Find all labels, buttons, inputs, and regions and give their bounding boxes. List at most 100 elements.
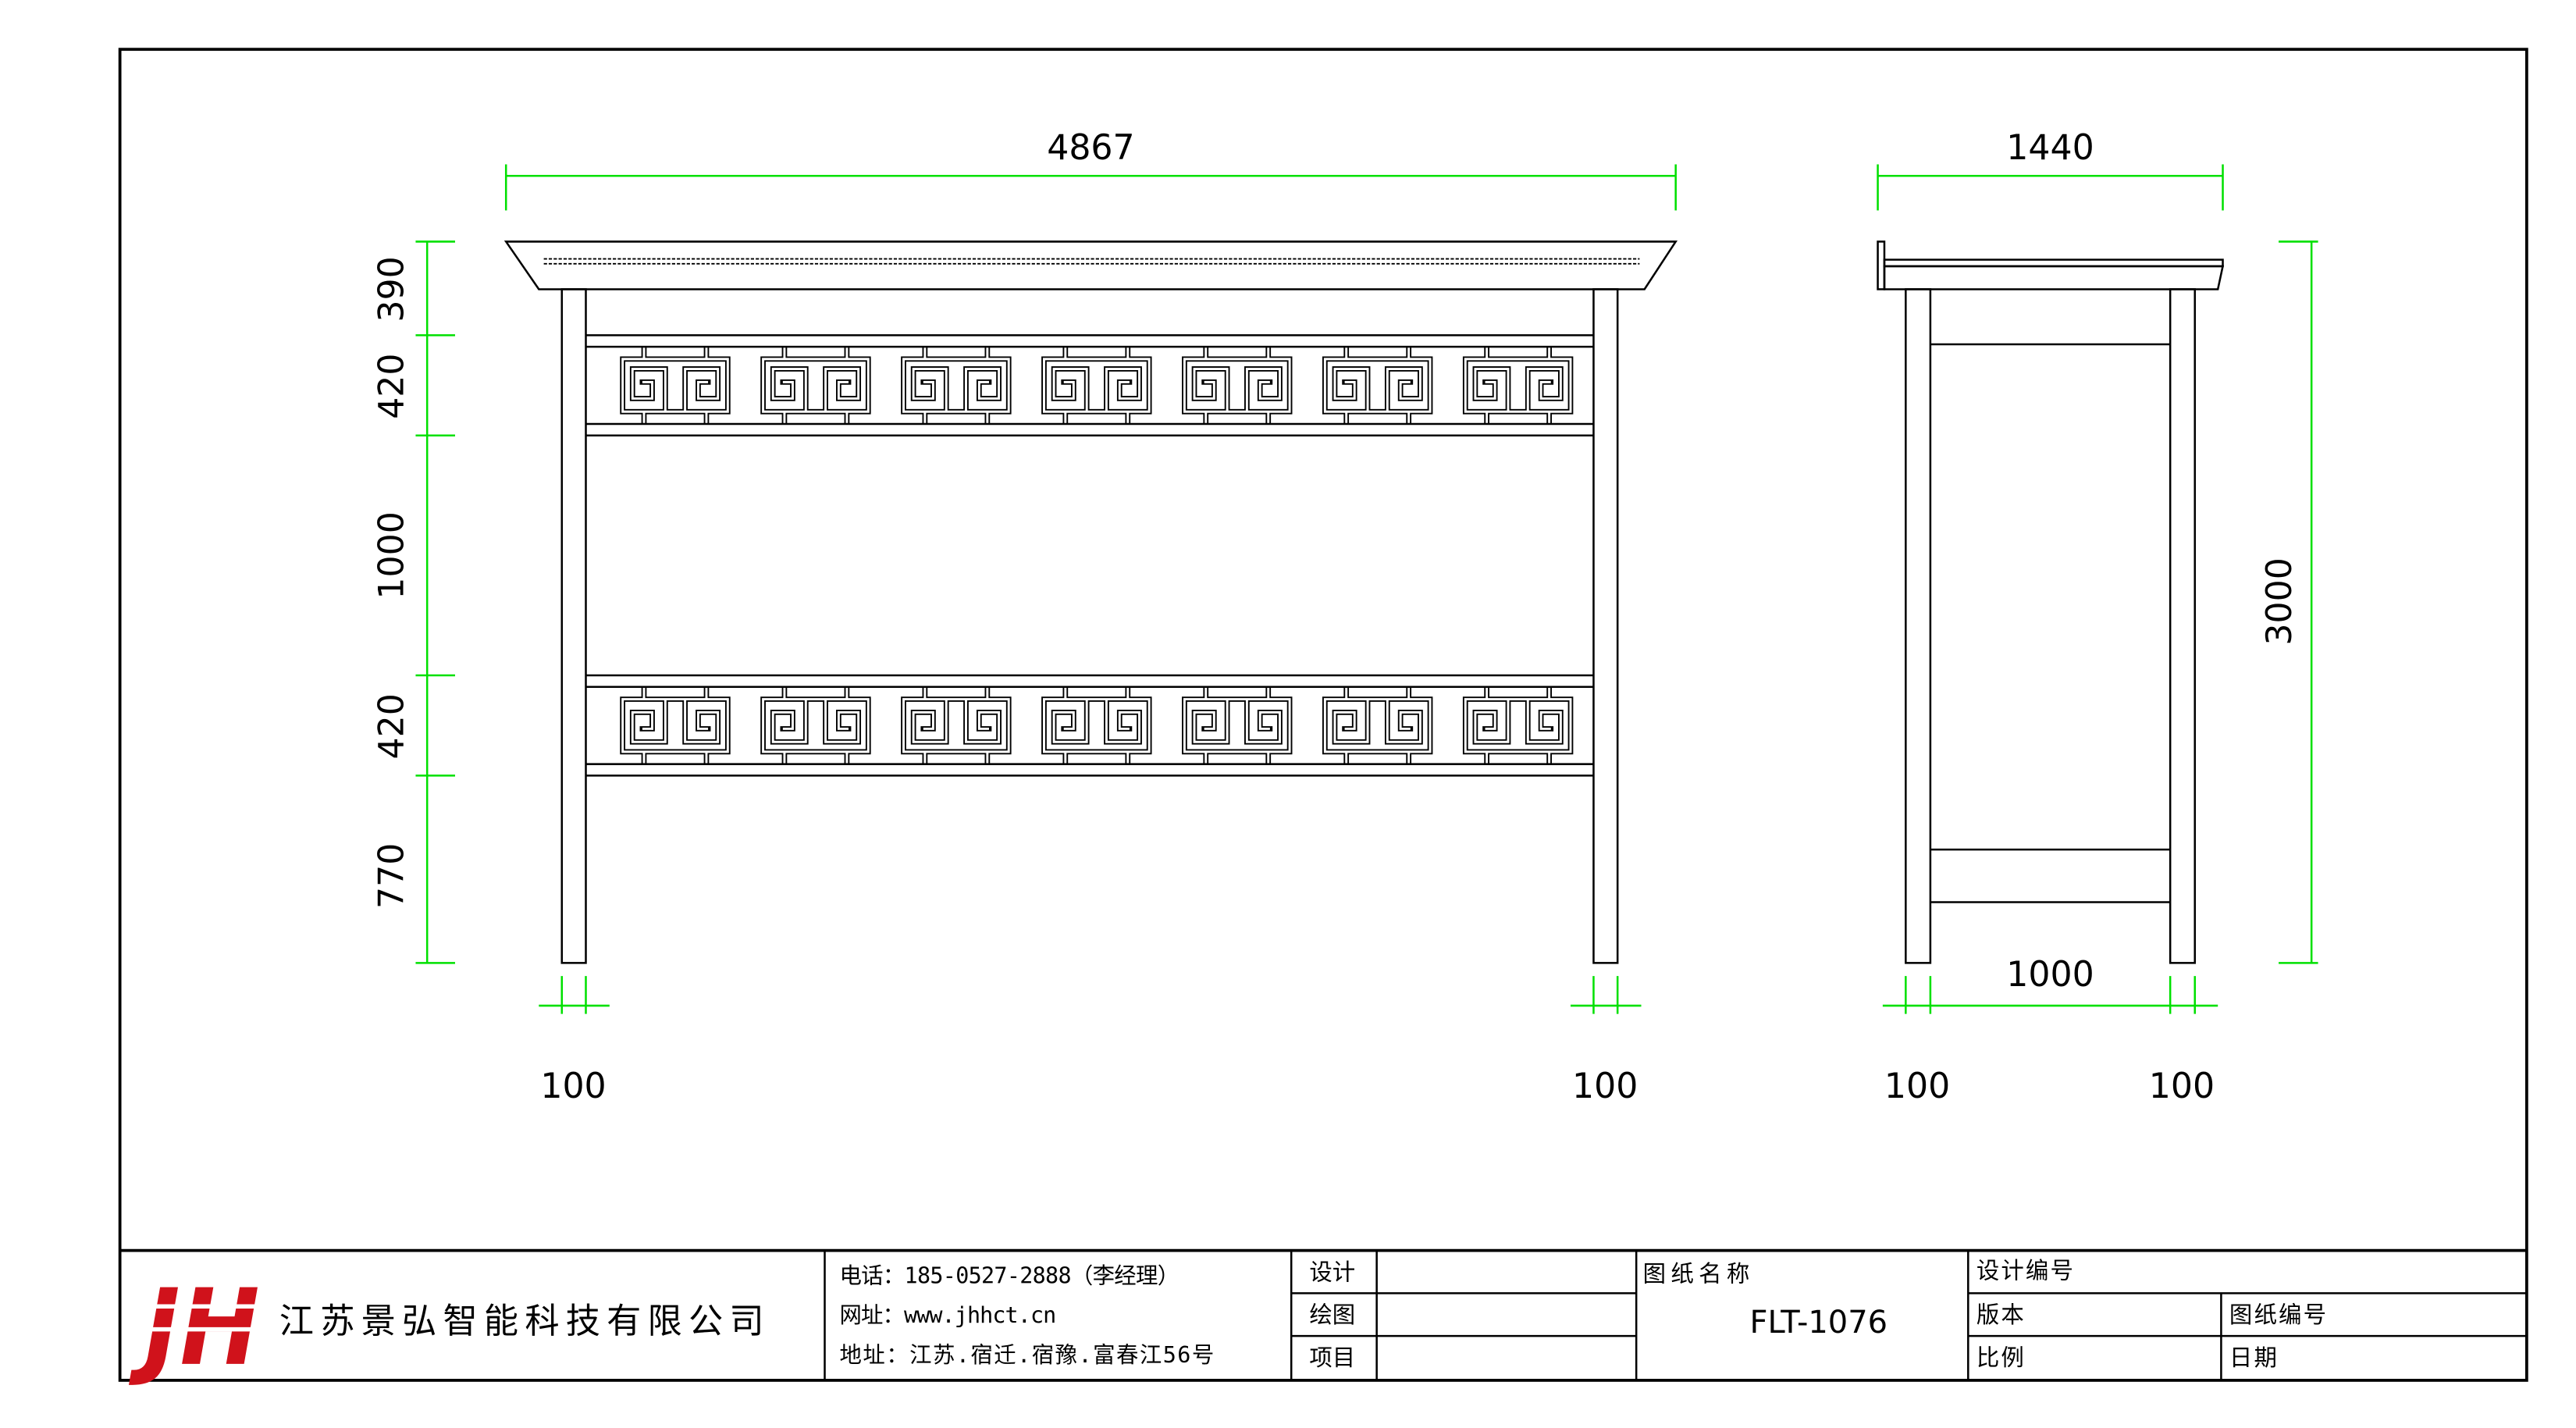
front-leg-right [1592, 288, 1619, 964]
height-label-group-1: 390 [372, 256, 412, 322]
fret-connector-core [1064, 688, 1130, 764]
lower-fret-motif [1182, 686, 1293, 764]
fret-motif-core [1464, 358, 1572, 413]
fret-motif-core [902, 698, 1010, 753]
drawing-name-value: FLT-1076 [1749, 1305, 1888, 1341]
upper-fret-motif [1182, 347, 1293, 425]
fret-motif-core [762, 698, 870, 753]
front-top-plate [503, 240, 1678, 290]
side-bottom-dimension-line [1882, 976, 2218, 1014]
fret-motif-core [1183, 358, 1291, 413]
upper-fret-motif [620, 347, 731, 425]
side-dimensions: 1440 3000 1000 100 100 [1877, 128, 2318, 1106]
company-logo: JH [128, 1266, 266, 1389]
upper-fret-motif [760, 347, 871, 425]
fret-connector-core [642, 347, 708, 423]
title-block-grid [824, 1250, 2527, 1380]
contact-website: 网址：www.jhhct.cn [839, 1302, 1056, 1328]
fret-motif-core [902, 358, 1010, 413]
height-segment-label: 1000 [372, 511, 412, 599]
contact-phone: 电话：185-0527-2888（李经理） [839, 1263, 1179, 1289]
height-segment-label: 770 [372, 843, 412, 909]
upper-fret-motif [901, 347, 1012, 425]
fret-connector-core [1345, 688, 1411, 764]
front-upper-rails [585, 334, 1594, 437]
front-lower-rails [585, 674, 1594, 777]
height-label-group-5: 770 [372, 843, 412, 909]
fret-connector-core [1485, 347, 1551, 423]
side-height-label: 3000 [2260, 557, 2300, 645]
fret-connector-core [1485, 688, 1551, 764]
front-leg-left [560, 288, 587, 964]
fret-motif-core [762, 358, 870, 413]
lower-fret-motif [1041, 686, 1152, 764]
upper-fret-motif [1462, 347, 1574, 425]
height-label-group-3: 1000 [372, 511, 412, 599]
fret-connector-core [923, 347, 989, 423]
front-width-dimension-line [504, 164, 1677, 211]
height-segment-label: 420 [372, 353, 412, 418]
fret-connector-core [1204, 688, 1270, 764]
fret-motif-core [1323, 698, 1432, 753]
fret-motif-core [1464, 698, 1572, 753]
fret-motif-core [1183, 698, 1291, 753]
fret-motif-core [621, 358, 729, 413]
front-width-label: 4867 [1047, 128, 1134, 168]
lower-fret-motif [620, 686, 731, 764]
fret-motif-core [621, 698, 729, 753]
height-segment-label: 420 [372, 693, 412, 759]
front-left-leg-label: 100 [540, 1067, 606, 1106]
front-top-plate-edge [543, 258, 1640, 265]
fret-motif-core [1042, 698, 1151, 753]
label-drawing-number: 图纸编号 [2229, 1302, 2328, 1328]
front-right-leg-label: 100 [1572, 1067, 1638, 1106]
fret-connector-core [783, 688, 849, 764]
lower-fret-panel [620, 686, 1574, 764]
front-left-leg-dimension [539, 976, 610, 1014]
label-project: 项目 [1309, 1344, 1355, 1371]
side-height-label-group: 3000 [2260, 557, 2300, 645]
lower-fret-motif [1462, 686, 1574, 764]
logo-stripe [137, 1304, 266, 1332]
upper-fret-motif [1041, 347, 1152, 425]
label-scale: 比例 [1976, 1344, 2026, 1371]
front-right-leg-dimension [1570, 976, 1642, 1014]
lower-fret-motif [901, 686, 1012, 764]
lower-fret-motif [1322, 686, 1433, 764]
upper-fret-motif [1322, 347, 1433, 425]
fret-connector-core [642, 688, 708, 764]
label-version: 版本 [1976, 1302, 2026, 1328]
upper-fret-panel [620, 347, 1574, 425]
side-lower-stretcher [1930, 848, 2171, 903]
fret-connector-core [1064, 347, 1130, 423]
front-dimensions: 4867 390 420 1000 420 770 100 100 [372, 128, 1677, 1106]
side-height-dimension-line [2279, 240, 2318, 964]
side-left-leg-label: 100 [1884, 1067, 1950, 1106]
height-label-group-4: 420 [372, 693, 412, 759]
side-depth-label: 1440 [2006, 128, 2094, 168]
front-height-dimension-line [415, 240, 455, 964]
fret-connector-core [1345, 347, 1411, 423]
side-leg-left [1905, 288, 1932, 964]
sheet-border [118, 48, 2528, 1382]
fret-motif-core [1323, 358, 1432, 413]
title-block: JH 江苏景弘智能科技有限公司 电话：185-0527-2888（李经理） 网址… [119, 1248, 2527, 1389]
front-view [503, 240, 1678, 964]
lower-fret-motif [760, 686, 871, 764]
side-apron-cap [1883, 265, 2225, 290]
side-depth-dimension-line [1877, 164, 2224, 211]
label-drafting: 绘图 [1309, 1302, 1355, 1328]
side-leg-right [2169, 288, 2196, 964]
fret-motif-core [1042, 358, 1151, 413]
label-date: 日期 [2229, 1344, 2279, 1371]
fret-connector-core [783, 347, 849, 423]
fret-connector-core [1204, 347, 1270, 423]
label-design: 设计 [1309, 1259, 1355, 1286]
label-design-number: 设计编号 [1976, 1257, 2075, 1284]
side-right-leg-label: 100 [2149, 1067, 2215, 1106]
fret-connector-core [923, 688, 989, 764]
contact-address: 地址：江苏.宿迁.宿豫.富春江56号 [839, 1342, 1214, 1368]
side-inner-span-label: 1000 [2006, 955, 2094, 995]
side-view [1877, 240, 2225, 964]
